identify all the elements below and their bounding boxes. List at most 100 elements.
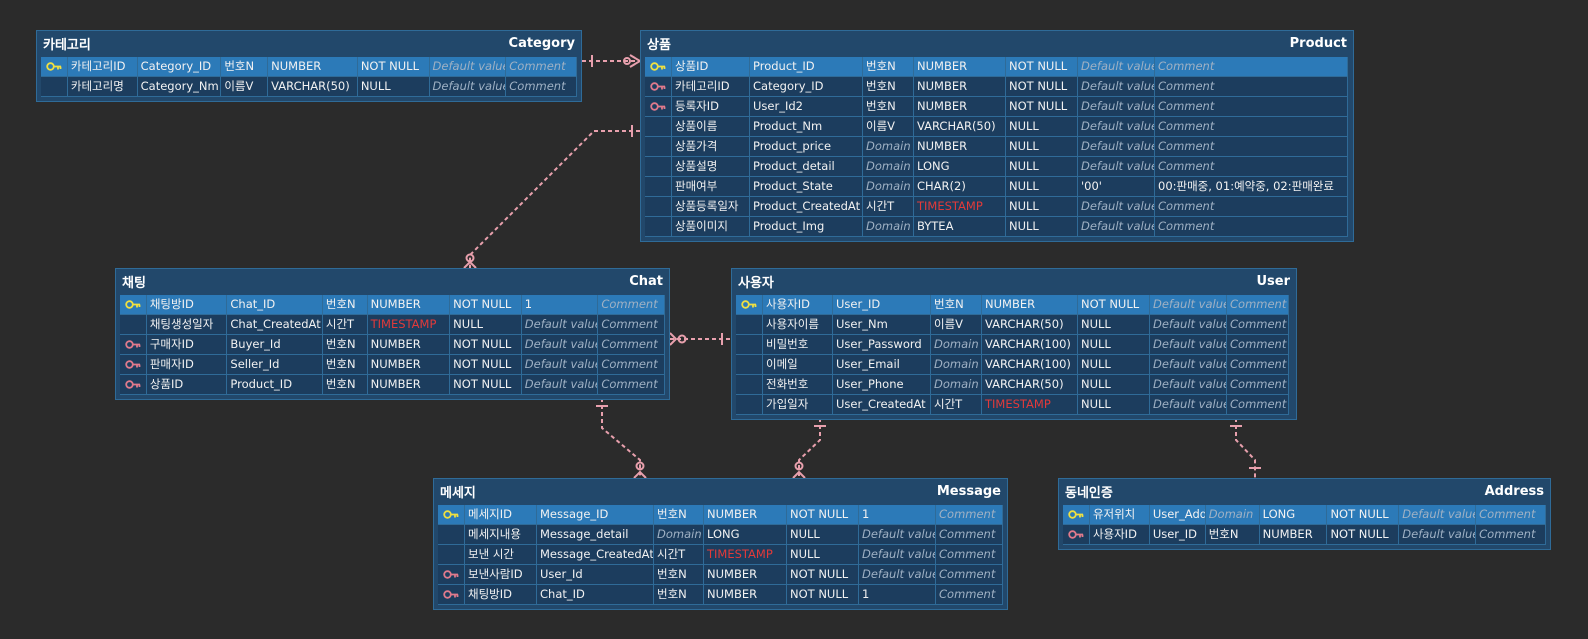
cell-logical-name[interactable]: 상품이미지 (672, 217, 750, 237)
cell-logical-name[interactable]: 카테고리ID (672, 77, 750, 97)
cell-physical-name[interactable]: Product_ID (750, 57, 863, 77)
cell-logical-name[interactable]: 판매자ID (146, 355, 228, 375)
cell-logical-name[interactable]: 보낸사람ID (465, 565, 537, 585)
cell-physical-name[interactable]: User_Password (833, 335, 931, 355)
cell-domain[interactable]: 번호N (1205, 525, 1260, 545)
cell-nullable[interactable]: NOT NULL (1327, 505, 1400, 525)
cell-physical-name[interactable]: Category_ID (137, 57, 222, 77)
cell-physical-name[interactable]: Product_Nm (750, 117, 863, 137)
cell-logical-name[interactable]: 전화번호 (763, 375, 833, 395)
cell-nullable[interactable]: NULL (450, 315, 522, 335)
cell-physical-name[interactable]: Buyer_Id (227, 335, 323, 355)
cell-nullable[interactable]: NULL (1006, 157, 1078, 177)
cell-datatype[interactable]: NUMBER (367, 375, 451, 395)
cell-comment[interactable]: Comment (936, 505, 1003, 525)
cell-domain[interactable]: 번호N (322, 335, 368, 355)
cell-logical-name[interactable]: 상품ID (146, 375, 228, 395)
cell-default-value[interactable]: Default value (859, 525, 936, 545)
cell-datatype[interactable]: NUMBER (982, 295, 1078, 315)
cell-logical-name[interactable]: 판매여부 (672, 177, 750, 197)
cell-comment[interactable]: Comment (598, 375, 665, 395)
cell-default-value[interactable]: Default value (521, 355, 599, 375)
cell-comment[interactable]: Comment (1155, 97, 1348, 117)
cell-datatype[interactable]: BYTEA (914, 217, 1006, 237)
cell-domain[interactable]: 번호N (322, 375, 368, 395)
cell-comment[interactable]: Comment (598, 355, 665, 375)
cell-domain[interactable]: 시간T (931, 395, 982, 415)
cell-nullable[interactable]: NULL (1006, 197, 1078, 217)
cell-domain[interactable]: 시간T (322, 315, 368, 335)
cell-comment[interactable]: Comment (936, 545, 1003, 565)
cell-physical-name[interactable]: User_ID (833, 295, 931, 315)
cell-default-value[interactable]: Default value (859, 565, 936, 585)
cell-comment[interactable]: Comment (598, 315, 665, 335)
cell-nullable[interactable]: NULL (1078, 315, 1150, 335)
cell-comment[interactable]: Comment (1155, 137, 1348, 157)
cell-physical-name[interactable]: Category_Nm (137, 77, 222, 97)
cell-nullable[interactable]: NOT NULL (787, 585, 859, 605)
cell-comment[interactable]: Comment (936, 525, 1003, 545)
cell-domain[interactable]: 번호N (322, 355, 368, 375)
cell-default-value[interactable]: Default value (1150, 355, 1227, 375)
cell-domain[interactable]: 번호N (863, 97, 914, 117)
cell-physical-name[interactable]: Seller_Id (227, 355, 323, 375)
cell-domain[interactable]: Domain (931, 375, 982, 395)
cell-physical-name[interactable]: Product_CreatedAt (750, 197, 863, 217)
cell-nullable[interactable]: NULL (787, 545, 859, 565)
cell-nullable[interactable]: NULL (1078, 395, 1150, 415)
cell-logical-name[interactable]: 가입일자 (763, 395, 833, 415)
cell-physical-name[interactable]: Product_price (750, 137, 863, 157)
cell-datatype[interactable]: LONG (914, 157, 1006, 177)
cell-logical-name[interactable]: 카테고리명 (67, 77, 138, 97)
cell-comment[interactable]: Comment (598, 335, 665, 355)
cell-logical-name[interactable]: 사용자ID (763, 295, 833, 315)
cell-default-value[interactable]: Default value (1078, 97, 1155, 117)
cell-default-value[interactable]: Default value (1150, 395, 1227, 415)
cell-datatype[interactable]: LONG (1259, 505, 1328, 525)
cell-logical-name[interactable]: 카테고리ID (67, 57, 138, 77)
cell-datatype[interactable]: NUMBER (367, 295, 451, 315)
cell-nullable[interactable]: NOT NULL (450, 375, 522, 395)
cell-nullable[interactable]: NULL (1006, 217, 1078, 237)
cell-default-value[interactable]: Default value (1078, 197, 1155, 217)
cell-domain[interactable]: Domain (863, 177, 914, 197)
cell-physical-name[interactable]: User_Id (537, 565, 654, 585)
cell-datatype[interactable]: VARCHAR(100) (982, 335, 1078, 355)
cell-datatype[interactable]: NUMBER (914, 137, 1006, 157)
cell-domain[interactable]: 번호N (654, 505, 704, 525)
cell-default-value[interactable]: Default value (1078, 217, 1155, 237)
cell-datatype[interactable]: VARCHAR(100) (982, 355, 1078, 375)
cell-logical-name[interactable]: 상품설명 (672, 157, 750, 177)
cell-default-value[interactable]: 1 (859, 585, 936, 605)
cell-domain[interactable]: 번호N (322, 295, 368, 315)
cell-default-value[interactable]: Default value (1150, 295, 1227, 315)
cell-physical-name[interactable]: Message_CreatedAt (537, 545, 654, 565)
cell-nullable[interactable]: NOT NULL (1006, 57, 1078, 77)
cell-default-value[interactable]: Default value (521, 375, 599, 395)
cell-domain[interactable]: Domain (931, 355, 982, 375)
cell-comment[interactable]: Comment (1227, 395, 1289, 415)
cell-comment[interactable]: Comment (1155, 217, 1348, 237)
cell-nullable[interactable]: NULL (1078, 375, 1150, 395)
cell-default-value[interactable]: Default value (1078, 77, 1155, 97)
cell-datatype[interactable]: TIMESTAMP (704, 545, 787, 565)
cell-physical-name[interactable]: Product_Img (750, 217, 863, 237)
cell-domain[interactable]: 이름V (221, 77, 269, 97)
